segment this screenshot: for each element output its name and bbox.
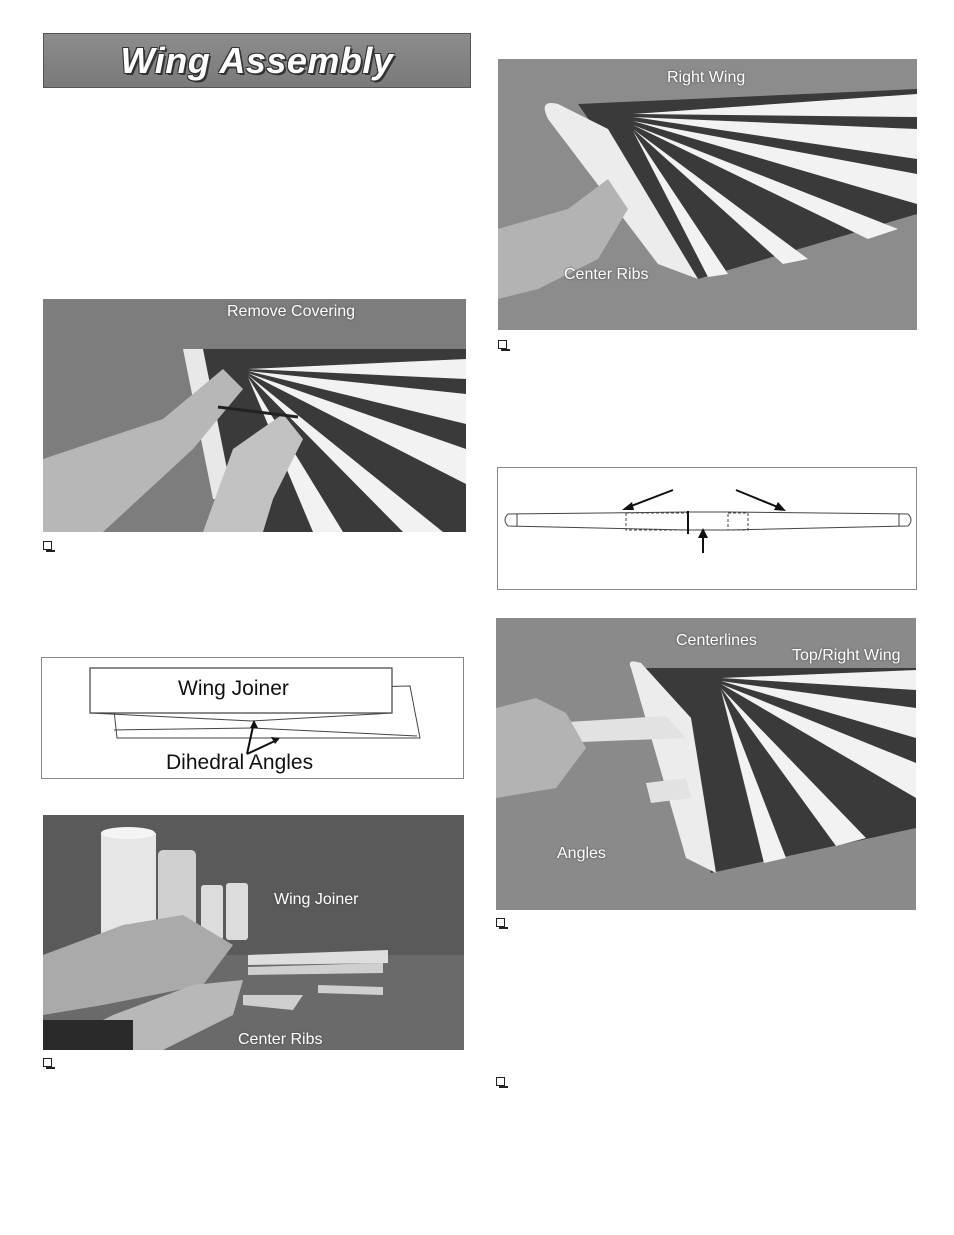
photo-remove-covering-art xyxy=(43,299,466,532)
angles-label: Angles xyxy=(557,845,606,862)
right-wing-label: Right Wing xyxy=(667,69,746,86)
photo-remove-covering: Remove Covering xyxy=(43,299,466,532)
photo-right-wing-art xyxy=(498,59,917,330)
right-wing-center-ribs-label: Center Ribs xyxy=(564,266,649,283)
diagram-full-wing xyxy=(497,467,917,590)
section-title: Wing Assembly xyxy=(120,39,394,81)
diagram-wing-joiner-art xyxy=(89,667,421,755)
step-checkbox-5[interactable] xyxy=(496,1077,508,1088)
step-checkbox-2[interactable] xyxy=(43,1058,55,1069)
materials-wing-joiner-label: Wing Joiner xyxy=(274,891,359,908)
photo-materials-art xyxy=(43,815,464,1050)
photo-centerlines-art xyxy=(496,618,916,910)
step-checkbox-4[interactable] xyxy=(496,918,508,929)
remove-covering-label: Remove Covering xyxy=(227,303,356,320)
photo-materials: Wing Joiner Center Ribs xyxy=(43,815,464,1050)
diagram-full-wing-art xyxy=(504,489,912,553)
photo-centerlines: Centerlines Top/Right Wing Angles xyxy=(496,618,916,910)
materials-center-ribs-label: Center Ribs xyxy=(238,1031,323,1048)
step-checkbox-1[interactable] xyxy=(43,541,55,552)
photo-right-wing: Right Wing Center Ribs xyxy=(498,59,917,330)
diagram-wing-joiner: Wing Joiner Dihedral Angles xyxy=(41,657,464,779)
dihedral-angles-label: Dihedral Angles xyxy=(166,751,314,774)
step-checkbox-3[interactable] xyxy=(498,340,510,351)
section-title-bar: Wing Assembly xyxy=(43,33,471,88)
centerlines-label: Centerlines xyxy=(676,632,757,649)
top-right-wing-label: Top/Right Wing xyxy=(792,647,901,664)
wing-joiner-diagram-label: Wing Joiner xyxy=(178,677,289,700)
